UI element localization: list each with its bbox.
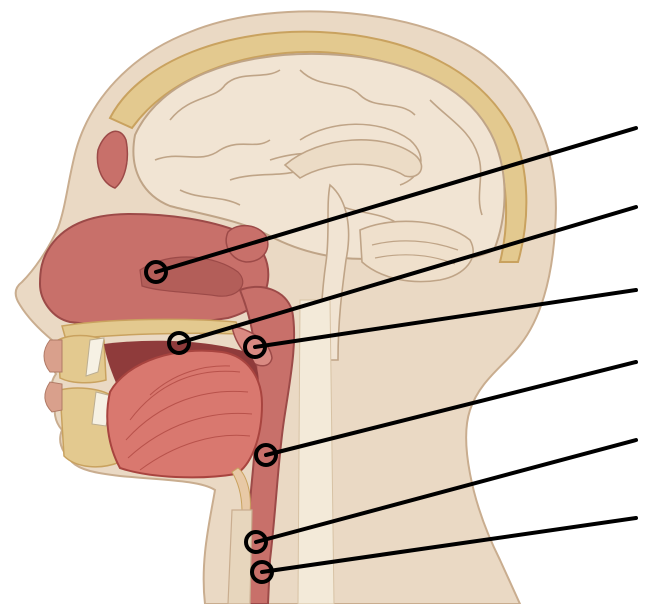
trachea bbox=[227, 509, 253, 604]
marker-circle-nasal-cavity bbox=[144, 260, 168, 284]
leader-line-soft-palate bbox=[253, 288, 638, 349]
upper-lip bbox=[43, 339, 63, 373]
vertebrae bbox=[297, 299, 335, 604]
skull-bone bbox=[108, 30, 528, 263]
leader-line-nasal-cavity bbox=[154, 126, 638, 274]
leader-line-hard-palate bbox=[177, 205, 638, 345]
cerebellum bbox=[359, 220, 474, 283]
marker-circle-esophagus bbox=[250, 560, 274, 584]
marker-circle-soft-palate bbox=[243, 335, 267, 359]
leader-line-larynx bbox=[254, 438, 638, 544]
tongue bbox=[106, 349, 264, 479]
marker-circles bbox=[144, 260, 278, 584]
leader-line-oropharynx bbox=[264, 360, 638, 457]
corpus-callosum bbox=[283, 139, 423, 179]
upper-tooth bbox=[85, 337, 105, 377]
tongue-muscle-fibers bbox=[125, 365, 253, 471]
leader-lines bbox=[154, 126, 638, 574]
marker-circle-hard-palate bbox=[167, 331, 191, 355]
leader-line-esophagus bbox=[260, 516, 638, 574]
marker-circle-larynx bbox=[244, 530, 268, 554]
frontal-sinus bbox=[96, 130, 129, 189]
lower-lip bbox=[44, 381, 63, 413]
marker-circle-oropharynx bbox=[254, 443, 278, 467]
